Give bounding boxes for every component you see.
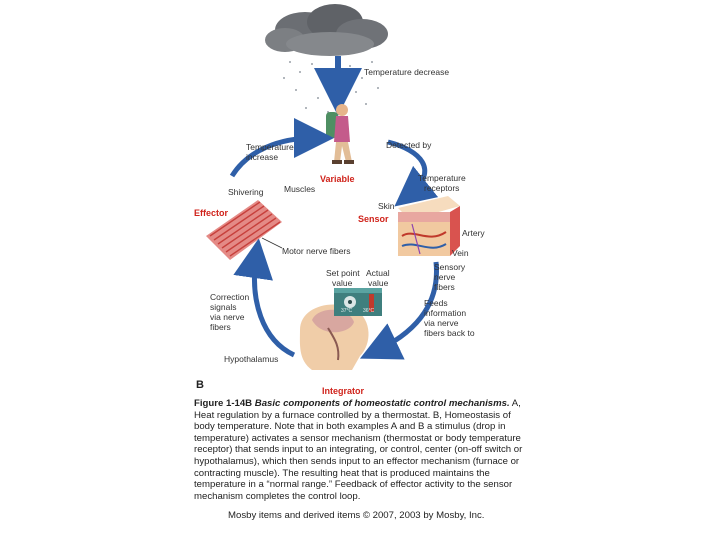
caption-title: Figure 1-14B [194,398,253,409]
label-feeds-4: fibers back to [424,328,475,338]
label-vein: Vein [452,248,469,258]
label-variable: Variable [320,174,355,184]
label-sensory-3: fibers [434,282,455,292]
arrow-variable-to-sensor [387,139,439,207]
label-correction-3: via nerve [210,312,245,322]
label-set-point-1: Set point [326,268,360,278]
skin-block-icon [398,196,460,256]
caption-body: A, Heat regulation by a furnace controll… [194,398,523,502]
caption-subtitle: Basic components of homeostatic control … [254,398,510,409]
arrow-effector-to-variable [229,118,334,178]
label-actual-value-2: value [368,278,389,288]
arrow-integrator-to-effector [233,238,296,358]
label-temperature-increase-2: increase [246,152,279,162]
label-skin: Skin [378,201,395,211]
label-detected-by: Detected by [386,140,432,150]
label-feeds-2: information [424,308,467,318]
storm-cloud-icon [265,4,388,56]
label-effector: Effector [194,208,229,218]
panel-letter: B [196,379,204,391]
motor-nerve-line [261,237,283,249]
label-sensory-1: Sensory [434,262,466,272]
hiker-icon [326,104,354,164]
label-temperature-increase-1: Temperature [246,142,294,152]
label-shivering: Shivering [228,187,264,197]
label-set-point-2: value [332,278,353,288]
copyright-credit: Mosby items and derived items © 2007, 20… [228,510,485,521]
arrow-sensor-to-integrator [359,261,439,360]
muscle-icon [206,200,282,260]
label-motor-nerve-fibers: Motor nerve fibers [282,246,351,256]
label-integrator: Integrator [322,386,365,396]
label-sensory-2: nerve [434,272,456,282]
thermostat-icon [334,288,382,316]
label-correction-2: signals [210,302,237,312]
label-artery: Artery [462,228,485,238]
label-temperature-receptors-2: receptors [424,183,460,193]
label-actual-value-1: Actual [366,268,390,278]
label-correction-1: Correction [210,292,250,302]
label-correction-4: fibers [210,322,231,332]
label-sensor: Sensor [358,214,389,224]
label-temperature-decrease: Temperature decrease [364,67,450,77]
label-feeds-1: Feeds [424,298,448,308]
label-hypothalamus: Hypothalamus [224,354,279,364]
figure-caption: Figure 1-14B Basic components of homeost… [194,398,534,502]
label-dial-left: 37°C [341,308,353,314]
label-feeds-3: via nerve [424,318,459,328]
label-muscles: Muscles [284,184,316,194]
label-temperature-receptors-1: Temperature [418,173,466,183]
label-dial-right: 36°C [363,308,375,314]
